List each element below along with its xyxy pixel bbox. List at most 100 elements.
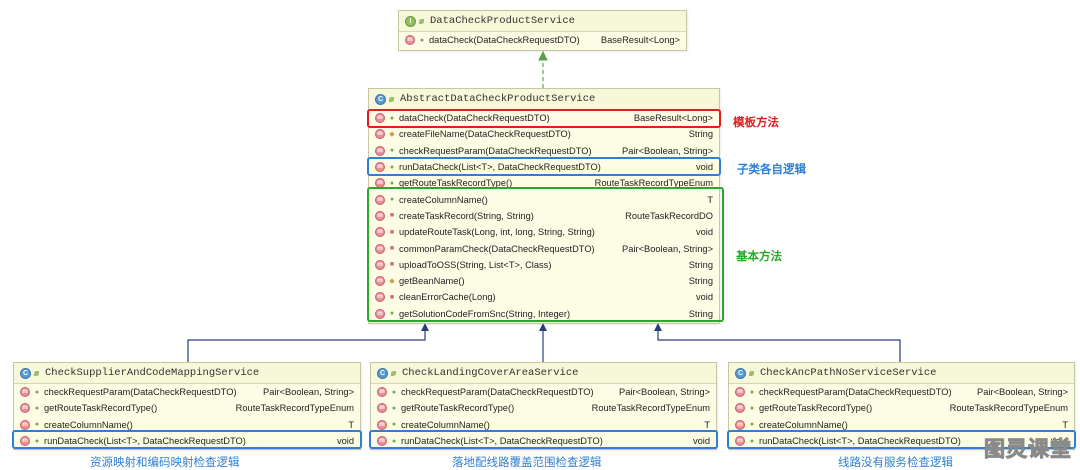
method-signature: uploadToOSS(String, List<T>, Class)	[399, 259, 552, 270]
method-signature: createColumnName()	[401, 419, 490, 430]
method-signature: createColumnName()	[44, 419, 133, 430]
interface-box[interactable]: I DataCheckProductService m●dataCheck(Da…	[398, 10, 687, 51]
member-row[interactable]: m●createColumnName()T	[369, 191, 719, 207]
class-icon: C	[20, 367, 31, 379]
subclass-caption-left: 资源映射和编码映射检查逻辑	[90, 457, 240, 469]
method-icon: m	[375, 308, 385, 319]
private-lock-icon: ■	[389, 293, 395, 301]
member-row[interactable]: m◆createFileName(DataCheckRequestDTO)Str…	[369, 126, 719, 142]
member-row[interactable]: m■commonParamCheck(DataCheckRequestDTO)P…	[369, 240, 719, 256]
private-lock-icon: ■	[389, 245, 395, 253]
public-icon: ●	[749, 437, 755, 445]
private-lock-icon: ■	[389, 261, 395, 269]
method-return-type: Pair<Boolean, String>	[263, 387, 354, 398]
abstract-header: C AbstractDataCheckProductService	[369, 89, 719, 110]
method-icon: m	[375, 259, 385, 270]
member-row[interactable]: m●createColumnName()T	[14, 417, 360, 433]
member-row[interactable]: m●createColumnName()T	[729, 417, 1074, 433]
method-return-type: Pair<Boolean, String>	[977, 387, 1068, 398]
method-icon: m	[405, 35, 415, 46]
public-icon: ●	[391, 421, 397, 429]
subclass-members: m●checkRequestParam(DataCheckRequestDTO)…	[729, 384, 1074, 449]
method-signature: createColumnName()	[759, 419, 848, 430]
method-return-type: String	[688, 308, 713, 319]
method-return-type: Pair<Boolean, String>	[619, 387, 710, 398]
extends-arrowhead-middle	[539, 323, 547, 331]
subclass-box-anc-path-no-service[interactable]: C CheckAncPathNoServiceService m●checkRe…	[728, 362, 1075, 450]
method-icon: m	[735, 436, 745, 447]
method-icon: m	[375, 227, 385, 238]
method-icon: m	[375, 162, 385, 173]
class-icon: C	[377, 367, 388, 379]
method-signature: runDataCheck(List<T>, DataCheckRequestDT…	[759, 436, 961, 447]
abstract-members: m●dataCheck(DataCheckRequestDTO)BaseResu…	[369, 110, 719, 322]
subclass-title: CheckLandingCoverAreaService	[402, 367, 579, 379]
member-row[interactable]: m●runDataCheck(List<T>, DataCheckRequest…	[14, 433, 360, 449]
subclass-box-landing-cover-area[interactable]: C CheckLandingCoverAreaService m ● checkRe…	[370, 362, 717, 450]
method-signature: getRouteTaskRecordType()	[759, 403, 873, 414]
implements-arrowhead	[538, 50, 548, 61]
protected-icon: ◆	[389, 278, 395, 286]
method-signature: updateRouteTask(Long, int, long, String,…	[399, 227, 595, 238]
member-row[interactable]: m◆getBeanName()String	[369, 273, 719, 289]
member-row[interactable]: m●getRouteTaskRecordType()RouteTaskRecor…	[371, 400, 716, 416]
subclass-caption-right: 线路没有服务检查逻辑	[838, 457, 953, 469]
member-row[interactable]: m●runDataCheck(List<T>, DataCheckRequest…	[369, 159, 719, 175]
subclass-run-highlight-right	[727, 430, 1076, 449]
method-icon: m	[20, 436, 30, 447]
basic-methods-note: 基本方法	[736, 251, 782, 263]
interface-icon: I	[405, 15, 416, 27]
public-icon: ●	[749, 404, 755, 412]
method-icon: m	[375, 243, 385, 254]
method-return-type: void	[1050, 436, 1068, 447]
method-signature: checkRequestParam(DataCheckRequestDTO)	[399, 145, 592, 156]
method-signature: runDataCheck(List<T>, DataCheckRequestDT…	[401, 436, 603, 447]
public-icon: ●	[391, 388, 397, 396]
method-icon: m	[735, 419, 745, 430]
member-row[interactable]: m●runDataCheck(List<T>, DataCheckRequest…	[371, 433, 716, 449]
subclass-run-highlight-left	[12, 430, 362, 449]
method-signature: checkRequestParam(DataCheckRequestDTO)	[401, 387, 594, 398]
subclass-header: C CheckLandingCoverAreaService	[371, 363, 716, 384]
method-signature: runDataCheck(List<T>, DataCheckRequestDT…	[399, 162, 601, 173]
member-row[interactable]: m■cleanErrorCache(Long)void	[369, 289, 719, 305]
member-row[interactable]: m●checkRequestParam(DataCheckRequestDTO)…	[369, 143, 719, 159]
interface-header: I DataCheckProductService	[399, 11, 686, 32]
extends-arrowhead-right	[654, 323, 662, 331]
member-row[interactable]: m■createTaskRecord(String, String)RouteT…	[369, 208, 719, 224]
leaf-icon	[391, 370, 396, 376]
member-row[interactable]: m●getRouteTaskRecordType()RouteTaskRecor…	[14, 400, 360, 416]
method-icon: m	[377, 387, 387, 398]
member-row[interactable]: m●getRouteTaskRecordType()RouteTaskRecor…	[729, 400, 1074, 416]
subclass-members: m●checkRequestParam(DataCheckRequestDTO)…	[14, 384, 360, 449]
method-icon: m	[377, 436, 387, 447]
subclass-box-supplier-code-mapping[interactable]: C CheckSupplierAndCodeMappingService m●c…	[13, 362, 361, 450]
member-row[interactable]: m ● runDataCheck(List<T>, DataCheckRequest…	[729, 433, 1074, 449]
member-row[interactable]: m●checkRequestParam(DataCheckRequestDTO)…	[14, 384, 360, 400]
method-signature: getRouteTaskRecordType()	[44, 403, 158, 414]
template-method-highlight	[367, 109, 721, 128]
public-icon: ●	[389, 310, 395, 318]
public-icon: ●	[34, 388, 40, 396]
member-row[interactable]: m ● checkRequestParam(DataCheckRequestDTO)…	[371, 384, 716, 400]
member-row[interactable]: m●getSolutionCodeFromSnc(String, Integer…	[369, 306, 719, 322]
member-row[interactable]: m●dataCheck(DataCheckRequestDTO)BaseResu…	[399, 32, 686, 48]
member-row[interactable]: m■updateRouteTask(Long, int, long, Strin…	[369, 224, 719, 240]
subclass-caption-middle: 落地配线路覆盖范围检查逻辑	[452, 457, 602, 469]
method-signature: dataCheck(DataCheckRequestDTO)	[429, 35, 580, 46]
member-row[interactable]: m●createColumnName()T	[371, 417, 716, 433]
watermark-text: 图灵课堂	[984, 438, 1072, 462]
public-icon: ●	[749, 421, 755, 429]
method-return-type: Pair<Boolean, String>	[622, 145, 713, 156]
method-signature: commonParamCheck(DataCheckRequestDTO)	[399, 243, 595, 254]
member-row[interactable]: m■uploadToOSS(String, List<T>, Class)Str…	[369, 257, 719, 273]
protected-icon: ◆	[389, 131, 395, 139]
subclass-run-highlight-middle	[369, 430, 718, 449]
member-row[interactable]: m●dataCheck(DataCheckRequestDTO)BaseResu…	[369, 110, 719, 126]
public-icon: ●	[34, 404, 40, 412]
public-icon: ●	[389, 179, 395, 187]
method-return-type: T	[704, 419, 710, 430]
method-return-type: RouteTaskRecordTypeEnum	[949, 403, 1068, 414]
method-return-type: void	[695, 227, 713, 238]
member-row[interactable]: m●checkRequestParam(DataCheckRequestDTO)…	[729, 384, 1074, 400]
